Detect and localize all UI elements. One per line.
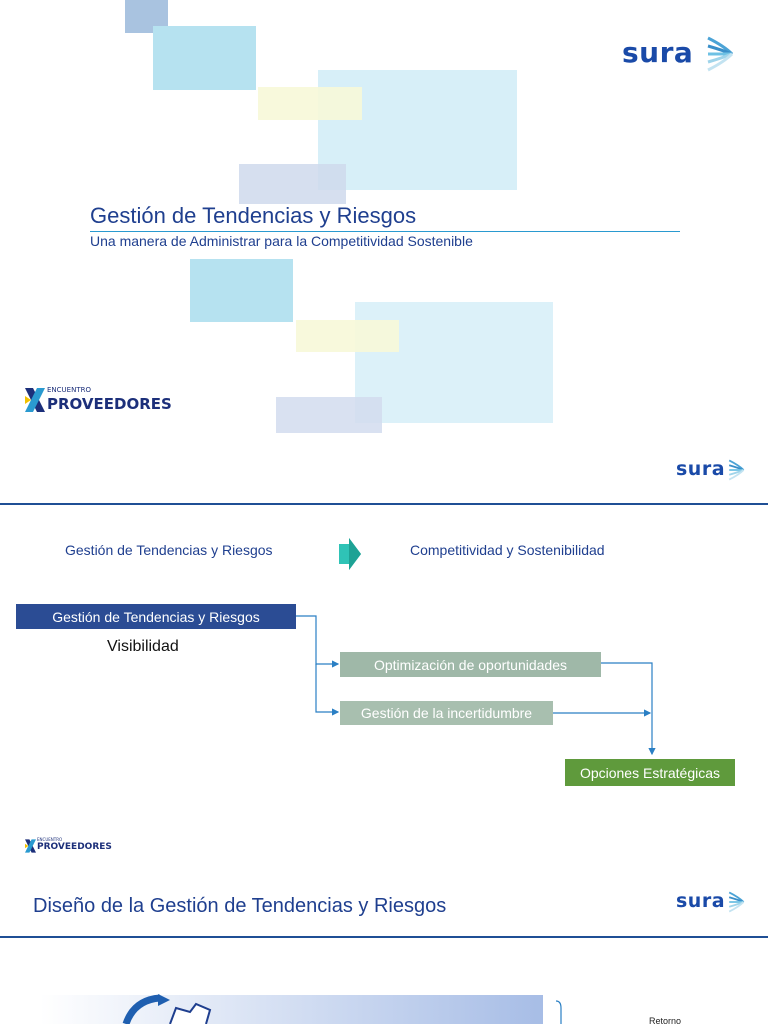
title-underline — [90, 231, 680, 232]
visibilidad-label: Visibilidad — [107, 638, 179, 655]
encuentro-label: ENCUENTRO — [47, 386, 91, 394]
proveedores-x-icon — [25, 839, 36, 853]
sura-logo-text: sura — [676, 458, 726, 480]
incertidumbre-box: Gestión de la incertidumbre — [340, 701, 553, 725]
sura-wing-icon — [707, 36, 734, 72]
optimizacion-box: Optimización de oportunidades — [340, 652, 601, 677]
cycle-arrow-icon — [122, 994, 212, 1024]
retorno-label: Retorno — [649, 1016, 682, 1026]
deco-square — [239, 164, 346, 204]
gradient-band — [40, 995, 543, 1024]
slide-subtitle: Una manera de Administrar para la Compet… — [90, 233, 473, 249]
deco-square — [258, 87, 362, 120]
deco-square — [296, 320, 399, 352]
flow-connectors — [296, 615, 656, 756]
proveedores-x-icon — [25, 388, 45, 412]
sura-logo-text: sura — [622, 36, 694, 69]
opciones-box: Opciones Estratégicas — [565, 759, 735, 786]
sura-wing-icon — [728, 459, 745, 481]
proveedores-label: PROVEEDORES — [37, 842, 112, 852]
slide-title: Gestión de Tendencias y Riesgos — [90, 203, 417, 228]
deco-square — [276, 397, 382, 433]
sura-wing-icon — [728, 891, 745, 913]
sura-logo: sura — [676, 890, 745, 913]
header-left-text: Gestión de Tendencias y Riesgos — [65, 542, 273, 558]
sura-logo-text: sura — [676, 890, 726, 912]
proveedores-label: PROVEEDORES — [47, 395, 172, 413]
encuentro-label: ENCUENTRO — [37, 837, 63, 842]
arrow-right-icon — [339, 538, 361, 570]
header-right-text: Competitividad y Sostenibilidad — [410, 542, 605, 558]
deco-square — [190, 259, 293, 322]
slide-divider — [0, 503, 768, 505]
main-box: Gestión de Tendencias y Riesgos — [16, 604, 296, 629]
slide-divider — [0, 936, 768, 938]
deco-square — [153, 26, 256, 90]
slide-title: Diseño de la Gestión de Tendencias y Rie… — [33, 895, 447, 917]
sura-logo: sura — [676, 458, 745, 481]
brace-icon — [555, 1000, 562, 1024]
sura-logo: sura — [622, 36, 734, 72]
